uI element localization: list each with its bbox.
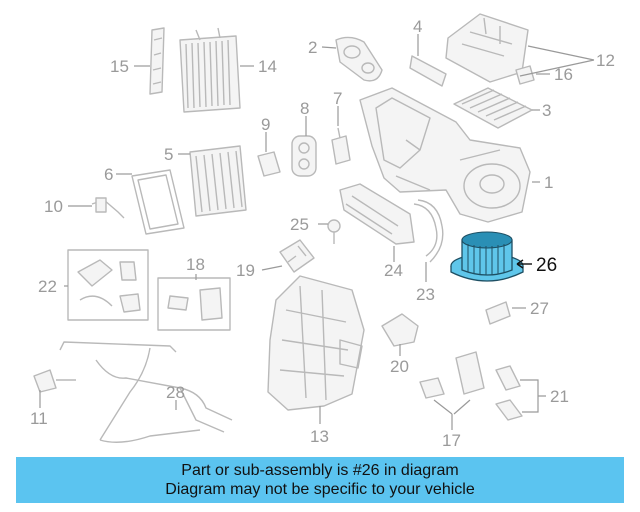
- callout-25: 25: [290, 215, 309, 234]
- callout-14: 14: [258, 57, 277, 76]
- part-8: [291, 135, 317, 177]
- part-11: [33, 369, 76, 393]
- part-7: [331, 127, 351, 165]
- part-14: [179, 27, 241, 113]
- part-13: [267, 275, 365, 411]
- callout-26: 26: [536, 255, 557, 276]
- part-6: [131, 169, 185, 235]
- part-10: [91, 197, 125, 219]
- callout-22: 22: [38, 277, 57, 296]
- part-18: [157, 277, 231, 331]
- part-22: [67, 249, 149, 321]
- part-27: [485, 301, 511, 325]
- callout-8: 8: [300, 99, 309, 118]
- callout-2: 2: [308, 38, 317, 57]
- part-25: [327, 219, 341, 244]
- callout-3: 3: [542, 101, 551, 120]
- part-4: [409, 55, 447, 87]
- caption-line-1: Part or sub-assembly is #26 in diagram: [181, 462, 459, 479]
- callout-19: 19: [236, 261, 255, 280]
- part-20: [381, 313, 419, 347]
- part-21: [495, 365, 523, 421]
- callout-20: 20: [390, 357, 409, 376]
- part-23: [413, 199, 444, 263]
- callout-7: 7: [333, 89, 342, 108]
- callout-4: 4: [413, 17, 422, 36]
- part-24: [339, 183, 415, 245]
- callout-23: 23: [416, 285, 435, 304]
- part-3: [453, 87, 533, 129]
- callout-28: 28: [166, 383, 185, 402]
- leader-lines: [39, 34, 595, 430]
- parts-diagram: 1 2 3 4 5 6 7 8 9 10 11 12 13 14 15 16 1…: [30, 13, 615, 450]
- callout-13: 13: [310, 427, 329, 446]
- part-17: [419, 351, 485, 399]
- part-28: [59, 341, 233, 443]
- part-19: [279, 239, 315, 273]
- callout-17: 17: [442, 431, 461, 450]
- part-12: [445, 13, 529, 83]
- leader-arrow-26: [516, 259, 524, 269]
- callout-12: 12: [596, 51, 615, 70]
- part-2: [335, 36, 383, 82]
- callout-16: 16: [554, 65, 573, 84]
- callout-numbers: 1 2 3 4 5 6 7 8 9 10 11 12 13 14 15 16 1…: [30, 17, 615, 450]
- part-1: [359, 87, 531, 223]
- caption-line-2: Diagram may not be specific to your vehi…: [165, 481, 475, 498]
- callout-24: 24: [384, 261, 403, 280]
- callout-15: 15: [110, 57, 129, 76]
- caption-banner: Part or sub-assembly is #26 in diagram D…: [16, 457, 624, 503]
- callout-6: 6: [104, 165, 113, 184]
- part-9: [257, 151, 281, 177]
- part-5: [189, 145, 247, 217]
- callout-10: 10: [44, 197, 63, 216]
- callout-11: 11: [30, 409, 48, 428]
- callout-27: 27: [530, 299, 549, 318]
- part-15: [149, 27, 165, 95]
- callout-1: 1: [544, 173, 553, 192]
- part-26-blower-motor: [450, 231, 524, 282]
- callout-9: 9: [261, 115, 270, 134]
- callout-18: 18: [186, 255, 205, 274]
- callout-21: 21: [550, 387, 569, 406]
- callout-5: 5: [164, 145, 173, 164]
